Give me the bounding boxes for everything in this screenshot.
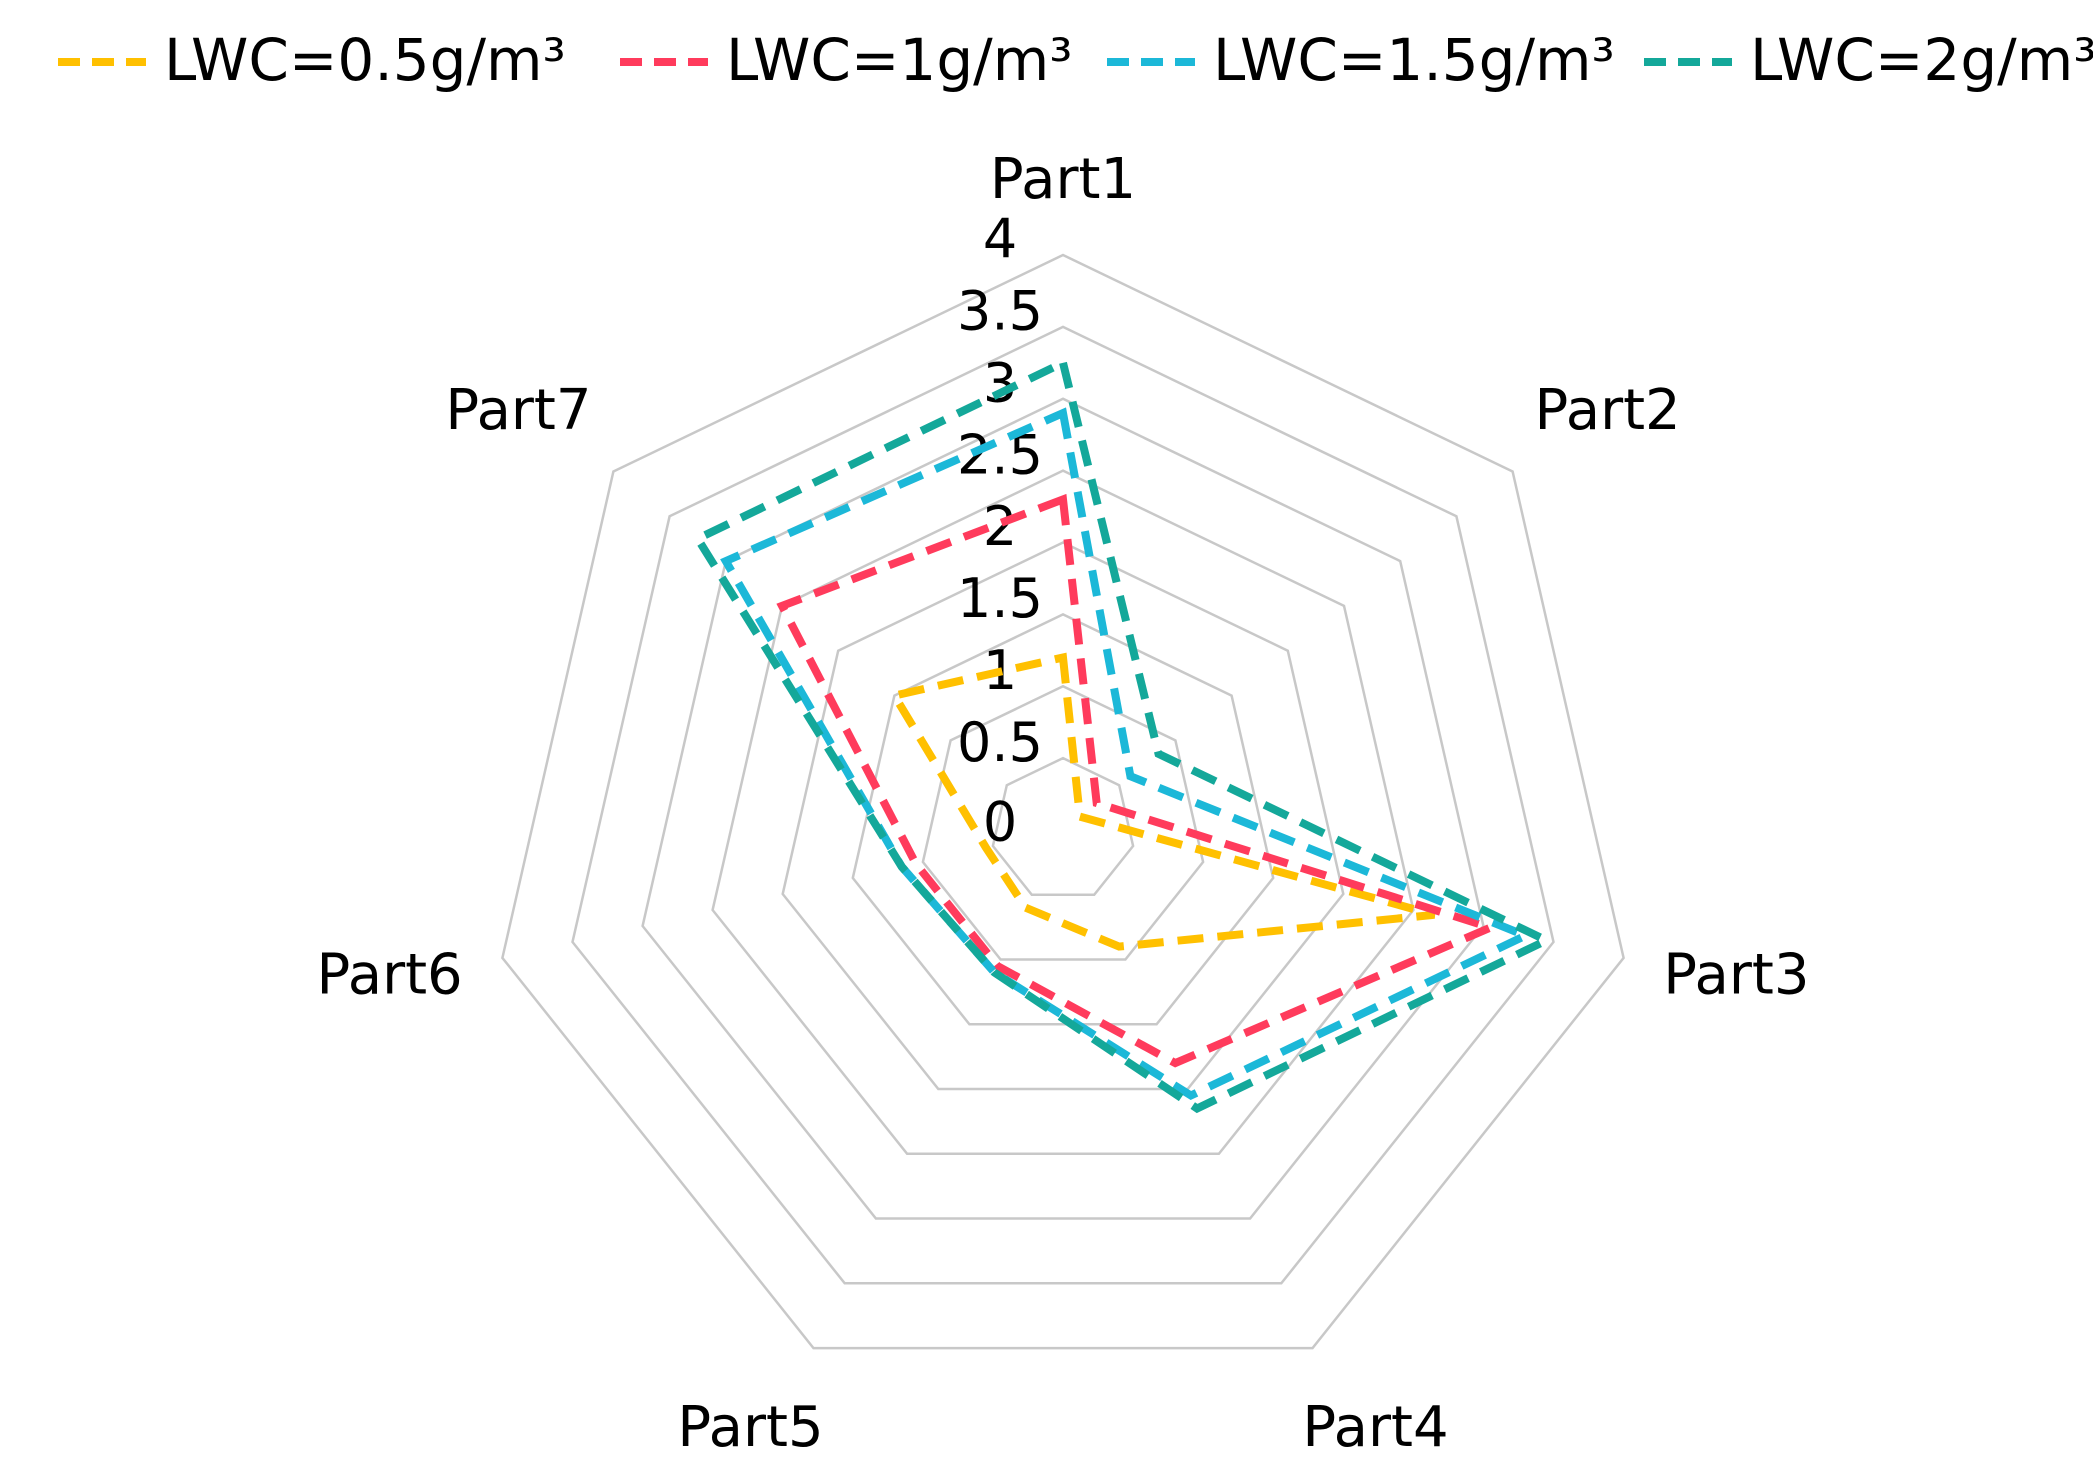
legend-label: LWC=0.5g/m³ bbox=[164, 26, 566, 94]
series-line-0 bbox=[888, 652, 1436, 951]
category-label-part1: Part1 bbox=[990, 147, 1136, 212]
series-line-3 bbox=[691, 357, 1556, 1114]
category-label-part3: Part3 bbox=[1663, 943, 1809, 1008]
legend-label: LWC=1.5g/m³ bbox=[1213, 26, 1615, 94]
legend-label: LWC=2g/m³ bbox=[1750, 26, 2093, 94]
category-label-part2: Part2 bbox=[1535, 378, 1681, 443]
series-line-1 bbox=[776, 493, 1502, 1068]
grid-ring-8 bbox=[501, 253, 1625, 1350]
grid-ring-1 bbox=[991, 756, 1135, 897]
tick-label: 0.5 bbox=[957, 711, 1043, 774]
legend-item-0: LWC=0.5g/m³ bbox=[58, 26, 566, 94]
category-label-part4: Part4 bbox=[1302, 1395, 1448, 1458]
legend-item-1: LWC=1g/m³ bbox=[620, 26, 1072, 94]
category-label-part5: Part5 bbox=[677, 1395, 823, 1458]
legend: LWC=0.5g/m³ LWC=1g/m³ LWC=1.5g/m³ LWC=2g/m³ bbox=[58, 26, 2093, 94]
tick-label: 3.5 bbox=[957, 280, 1043, 343]
tick-label: 1.5 bbox=[957, 567, 1043, 630]
tick-label: 3 bbox=[983, 351, 1017, 414]
series-group bbox=[691, 357, 1556, 1114]
legend-item-3: LWC=2g/m³ bbox=[1644, 26, 2093, 94]
tick-label: 4 bbox=[983, 208, 1017, 271]
legend-label: LWC=1g/m³ bbox=[726, 26, 1072, 94]
radial-tick-labels: 00.511.522.533.54 bbox=[957, 208, 1043, 854]
grid-ring-3 bbox=[851, 613, 1275, 1026]
tick-label: 0 bbox=[983, 791, 1017, 854]
category-label-part6: Part6 bbox=[317, 943, 463, 1008]
grid-ring-4 bbox=[781, 541, 1345, 1091]
tick-label: 2.5 bbox=[957, 423, 1043, 486]
grid-ring-6 bbox=[641, 397, 1485, 1220]
series-line-2 bbox=[720, 407, 1536, 1101]
tick-label: 2 bbox=[983, 495, 1017, 558]
legend-item-2: LWC=1.5g/m³ bbox=[1107, 26, 1615, 94]
grid-ring-7 bbox=[571, 325, 1555, 1285]
category-label-part7: Part7 bbox=[445, 378, 591, 443]
